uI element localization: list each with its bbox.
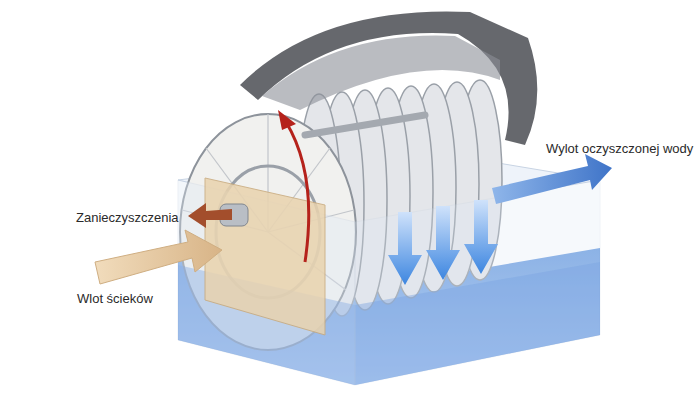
- rotation-arrow: [286, 122, 309, 262]
- inlet-arrow: [95, 230, 222, 284]
- sludge-arrow: [188, 203, 232, 228]
- rotation-arrow-head: [278, 110, 296, 130]
- hood-inner: [262, 36, 500, 111]
- down-arrow: [464, 200, 498, 274]
- spray-bar: [305, 115, 425, 135]
- tank-right-face: [355, 180, 600, 385]
- callout-label: Wlot ścieków: [77, 291, 153, 307]
- outlet-arrow: [492, 154, 612, 204]
- down-arrow: [388, 212, 422, 285]
- down-arrow: [426, 206, 460, 280]
- callout-label: Zanieczyszczenia: [76, 210, 179, 226]
- hood-cover: [240, 11, 537, 145]
- filtrate-arrows: [388, 200, 498, 285]
- callout-label: Wylot oczyszczonej wody: [546, 141, 693, 157]
